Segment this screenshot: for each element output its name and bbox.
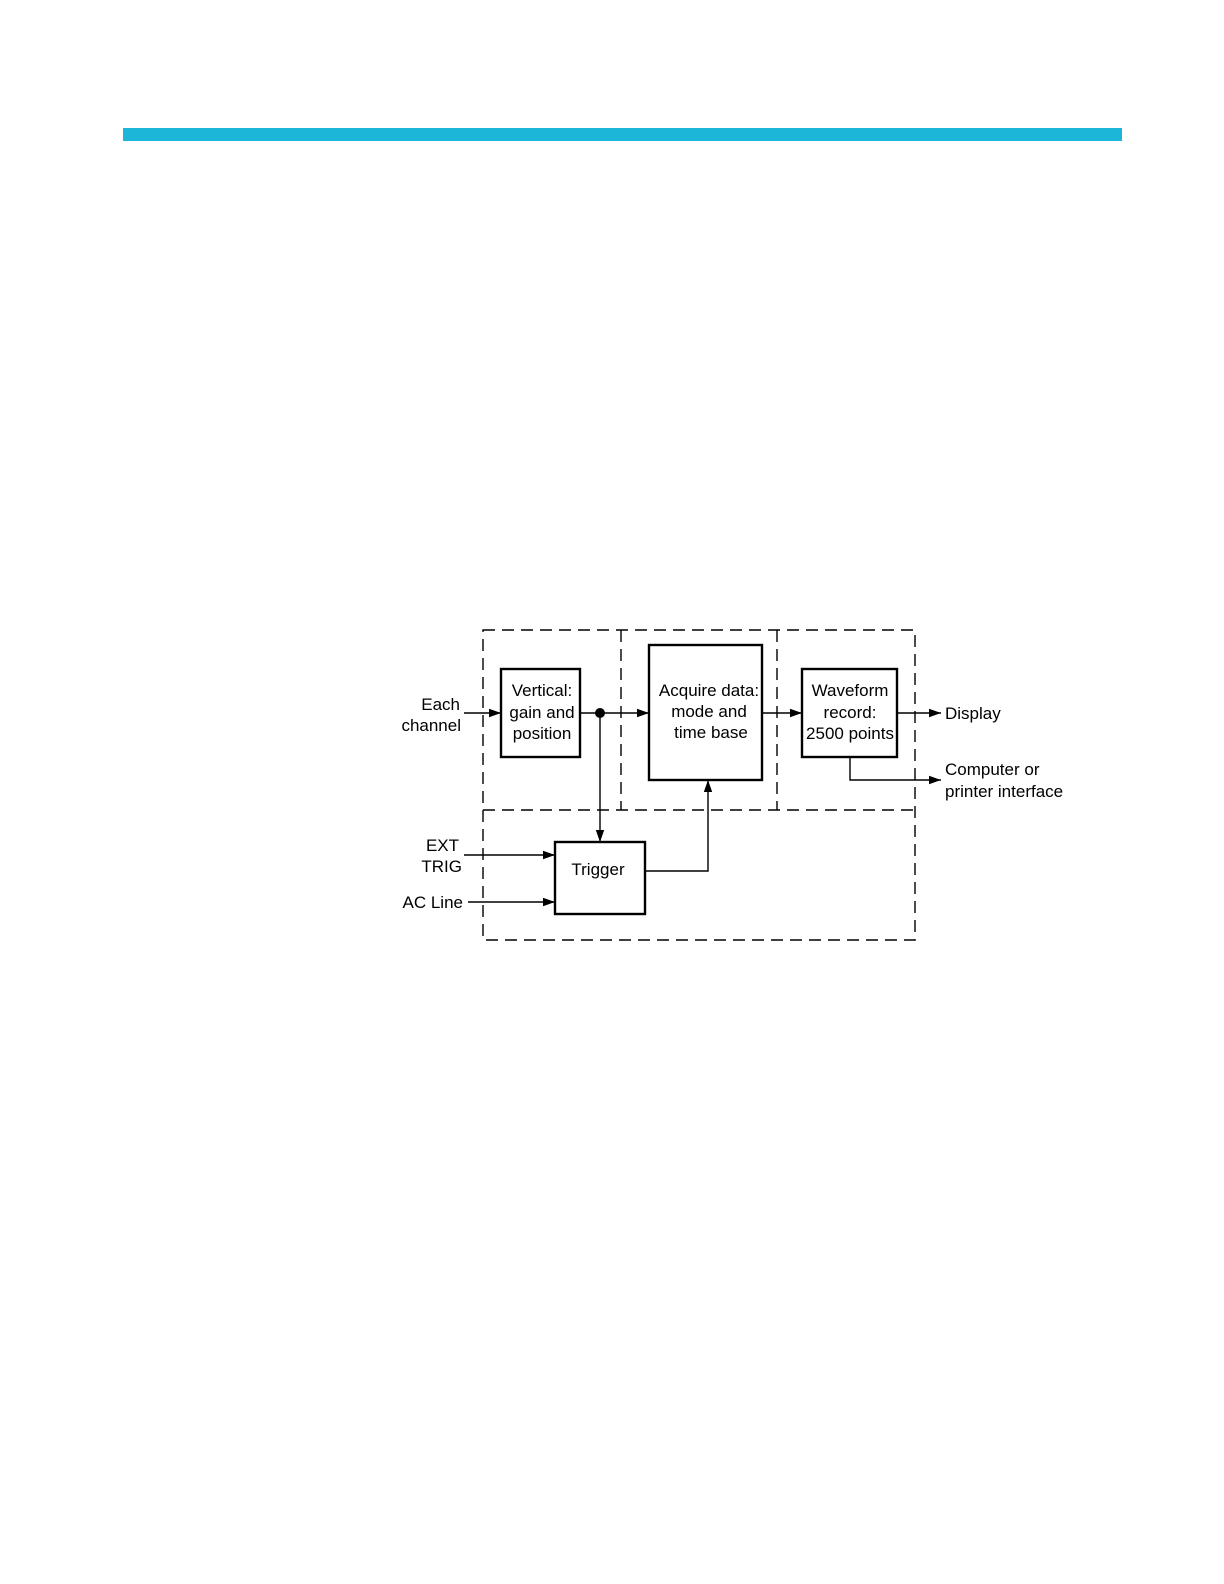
waveform-block: Waveform record: 2500 points (802, 669, 897, 757)
trigger-block: Trigger (555, 842, 645, 914)
waveform-to-interface-arrow (850, 758, 941, 780)
trigger-block-label: Trigger (571, 860, 625, 879)
each-channel-label-line-1: Each (421, 695, 460, 714)
acquire-block-line-1: Acquire data: (659, 681, 759, 700)
waveform-block-line-2: record: (824, 703, 877, 722)
acquire-block-line-3: time base (674, 723, 748, 742)
ac-line-label: AC Line (403, 893, 463, 912)
ext-trig-label-line-1: EXT (426, 836, 459, 855)
acquire-block-line-2: mode and (671, 702, 747, 721)
waveform-block-line-3: 2500 points (806, 724, 894, 743)
input-labels: Each channel EXT TRIG AC Line (401, 695, 463, 912)
acquire-block: Acquire data: mode and time base (649, 645, 762, 780)
waveform-block-line-1: Waveform (812, 681, 889, 700)
vertical-block-line-2: gain and (509, 703, 574, 722)
display-label: Display (945, 704, 1001, 723)
vertical-block-line-3: position (513, 724, 572, 743)
interface-label-line-2: printer interface (945, 782, 1063, 801)
trigger-to-acquire-arrow (645, 780, 708, 871)
vertical-block: Vertical: gain and position (501, 669, 580, 757)
ext-trig-label-line-2: TRIG (421, 857, 462, 876)
each-channel-label-line-2: channel (401, 716, 461, 735)
vertical-block-line-1: Vertical: (512, 681, 572, 700)
output-labels: Display Computer or printer interface (945, 704, 1063, 801)
interface-label-line-1: Computer or (945, 760, 1040, 779)
